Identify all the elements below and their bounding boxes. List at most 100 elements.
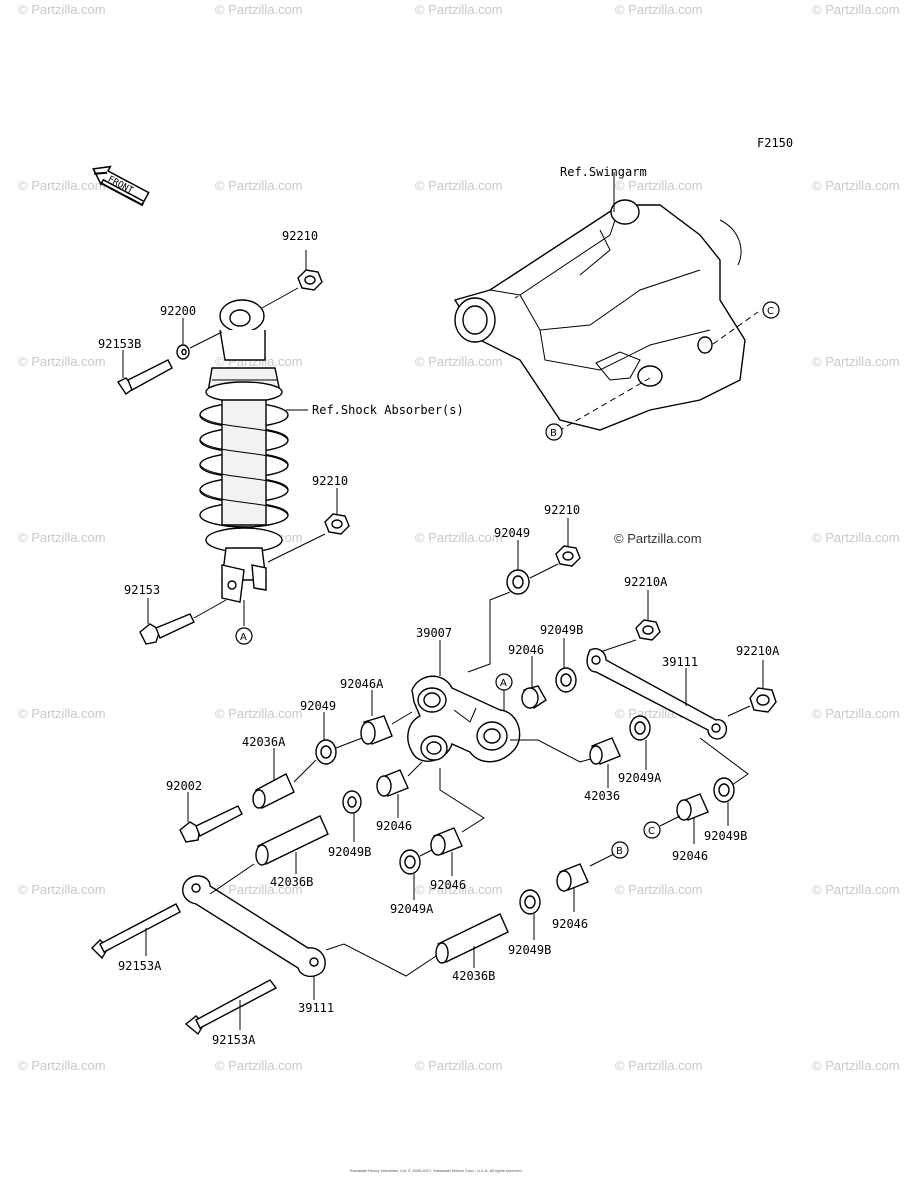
sleeve-42036B-left	[255, 815, 329, 866]
collar-92049B-mid	[342, 790, 362, 814]
ref-circle-c-low: C	[643, 821, 661, 839]
sleeve-42036	[589, 737, 621, 765]
part-92046-label: 92046	[430, 878, 466, 892]
part-92049-label: 92049	[494, 526, 530, 540]
watermark: © Partzilla.com	[812, 1058, 900, 1073]
bolt-92153B	[116, 359, 173, 396]
nut-92210A-1	[635, 619, 661, 641]
part-92046-label: 92046	[552, 917, 588, 931]
part-92153B-label: 92153B	[98, 337, 141, 351]
part-42036B-label: 42036B	[452, 969, 495, 983]
part-42036A-label: 42036A	[242, 735, 286, 749]
ref-circle-b-low: B	[611, 841, 629, 859]
ref-circle-a-left: A	[235, 627, 253, 645]
bearing-92046-rt	[676, 793, 709, 821]
figure-code: F2150	[757, 136, 793, 150]
swingarm-illustration	[453, 199, 746, 431]
watermark: © Partzilla.com	[415, 882, 503, 897]
watermark: © Partzilla.com	[615, 882, 703, 897]
part-92210-label: 92210	[312, 474, 348, 488]
watermark: © Partzilla.com	[18, 178, 106, 193]
nut-92210-mid	[324, 513, 350, 535]
part-92002-label: 92002	[166, 779, 202, 793]
bolt-92153A-2	[184, 979, 278, 1036]
bearing-92046-low	[430, 827, 463, 856]
watermark-dark: © Partzilla.com	[614, 531, 702, 546]
watermark: © Partzilla.com	[18, 354, 106, 369]
part-92049A-label: 92049A	[390, 902, 434, 916]
part-92210-label: 92210	[544, 503, 580, 517]
collar-92049B-low	[519, 889, 541, 915]
collar-92049B-top	[555, 667, 577, 693]
watermark: © Partzilla.com	[415, 530, 503, 545]
ref-circle-b-top: B	[545, 423, 563, 441]
svg-text:B: B	[616, 846, 623, 857]
part-42036B-label: 42036B	[270, 875, 313, 889]
svg-text:C: C	[648, 826, 655, 837]
watermark: © Partzilla.com	[812, 354, 900, 369]
sleeve-42036B-low	[435, 913, 509, 964]
part-39007-label: 39007	[416, 626, 452, 640]
watermark-grid: © Partzilla.com © Partzilla.com © Partzi…	[18, 2, 900, 1073]
part-92046-label: 92046	[508, 643, 544, 657]
shock-absorber-illustration	[199, 299, 289, 603]
part-92046-label: 92046	[672, 849, 708, 863]
ref-circle-a-mid: A	[495, 673, 513, 691]
watermark: © Partzilla.com	[215, 178, 303, 193]
watermark: © Partzilla.com	[415, 2, 503, 17]
part-92049B-label: 92049B	[508, 943, 551, 957]
part-39111-label: 39111	[298, 1001, 334, 1015]
copyright-footer: Kawasaki Heavy Industries, Ltd. © 1995-2…	[350, 1168, 523, 1173]
watermark: © Partzilla.com	[18, 1058, 106, 1073]
part-92046A-label: 92046A	[340, 677, 384, 691]
part-42036-label: 42036	[584, 789, 620, 803]
svg-text:A: A	[500, 678, 507, 689]
nut-92210-top	[297, 269, 323, 291]
part-39111-label: 39111	[662, 655, 698, 669]
watermark: © Partzilla.com	[615, 178, 703, 193]
part-92200-label: 92200	[160, 304, 196, 318]
tie-rod-39111-right	[586, 648, 728, 740]
watermark: © Partzilla.com	[812, 178, 900, 193]
part-92049B-label: 92049B	[704, 829, 747, 843]
watermark: © Partzilla.com	[615, 1058, 703, 1073]
part-92046-label: 92046	[376, 819, 412, 833]
washer-92200	[176, 344, 190, 360]
watermark: © Partzilla.com	[18, 2, 106, 17]
sleeve-42036A	[252, 773, 295, 809]
watermark: © Partzilla.com	[415, 354, 503, 369]
nut-92210-right	[555, 545, 581, 567]
watermark: © Partzilla.com	[812, 882, 900, 897]
part-92049B-label: 92049B	[540, 623, 583, 637]
part-92153A-label: 92153A	[212, 1033, 256, 1047]
watermark: © Partzilla.com	[215, 2, 303, 17]
watermark: © Partzilla.com	[812, 2, 900, 17]
part-92153-label: 92153	[124, 583, 160, 597]
collar-92049B-rt	[713, 777, 735, 803]
collar-92049A-right	[629, 715, 651, 741]
ref-swingarm-label: Ref.Swingarm	[560, 165, 647, 179]
watermark: © Partzilla.com	[812, 530, 900, 545]
collar-92049-top	[506, 569, 530, 595]
bearing-92046-top	[521, 685, 547, 710]
ref-circle-c-top: C	[762, 301, 780, 319]
part-92210A-label: 92210A	[624, 575, 668, 589]
watermark: © Partzilla.com	[18, 882, 106, 897]
ref-shock-label: Ref.Shock Absorber(s)	[312, 403, 464, 417]
nut-92210A-2	[749, 687, 777, 713]
watermark: © Partzilla.com	[18, 530, 106, 545]
bearing-92046-mid	[376, 769, 409, 797]
collar-92049A-low	[399, 849, 421, 875]
watermark: © Partzilla.com	[215, 882, 303, 897]
part-92049B-label: 92049B	[328, 845, 371, 859]
part-92153A-label: 92153A	[118, 959, 162, 973]
watermark: © Partzilla.com	[615, 2, 703, 17]
svg-text:C: C	[767, 306, 774, 317]
bolt-92153	[139, 613, 195, 645]
collar-92049-left	[315, 739, 337, 765]
bearing-92046-bot	[556, 863, 589, 892]
bolt-92153A-1	[91, 903, 181, 960]
watermark: © Partzilla.com	[18, 706, 106, 721]
